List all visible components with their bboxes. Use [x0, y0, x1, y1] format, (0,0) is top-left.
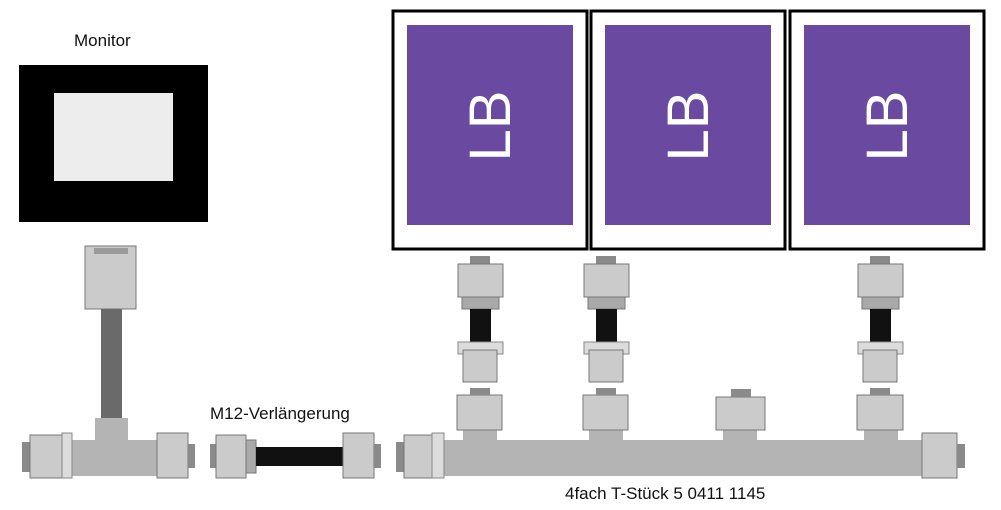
t4-pin-right — [957, 444, 965, 468]
monitor-screen — [54, 93, 173, 181]
t4-body — [440, 440, 930, 476]
lb-box-3: LB — [788, 9, 986, 251]
lb-box-1: LB — [391, 9, 589, 251]
lb-box-2-label: LB — [656, 91, 721, 162]
ext-pin-right — [374, 444, 381, 468]
box-cable-3 — [857, 256, 904, 383]
lb-box-1-label: LB — [458, 91, 523, 162]
box-cable-2 — [583, 256, 630, 383]
monitor-cable — [101, 309, 122, 419]
lb-box-2: LB — [589, 9, 787, 251]
m12-extension — [210, 432, 381, 479]
ext-pin-left — [210, 444, 216, 468]
left-t-end-left — [29, 434, 66, 479]
t-piece-label: 4fach T-Stück 5 0411 1145 — [565, 484, 766, 503]
left-t-piece — [22, 418, 195, 479]
t4-port-3 — [715, 389, 766, 442]
box-cable-1 — [457, 256, 504, 383]
monitor-plug-top — [94, 248, 128, 254]
t4-port-1 — [456, 388, 503, 442]
left-t-pin-right — [188, 444, 195, 468]
left-t-end-right — [156, 432, 189, 479]
ext-plug-right — [342, 432, 375, 479]
left-t-body — [62, 440, 172, 476]
left-t-pin — [22, 442, 30, 472]
lb-box-3-label: LB — [855, 91, 920, 162]
t4-port-2 — [582, 388, 629, 442]
t4-port-4 — [856, 388, 904, 442]
monitor-label: Monitor — [74, 31, 131, 50]
t4-pin-left — [396, 442, 404, 472]
t4-end-right — [921, 432, 958, 479]
monitor — [19, 65, 208, 222]
left-t-stem — [95, 418, 128, 442]
left-t-nut — [61, 432, 73, 479]
four-way-t-piece — [396, 388, 965, 479]
monitor-plug — [84, 245, 137, 310]
ext-cable — [256, 447, 344, 466]
monitor-connector — [84, 245, 137, 419]
t4-nut-left — [431, 432, 445, 479]
extension-label: M12-Verlängerung — [210, 404, 350, 423]
ext-plug-left — [215, 434, 247, 479]
ext-ring-left — [245, 439, 257, 474]
